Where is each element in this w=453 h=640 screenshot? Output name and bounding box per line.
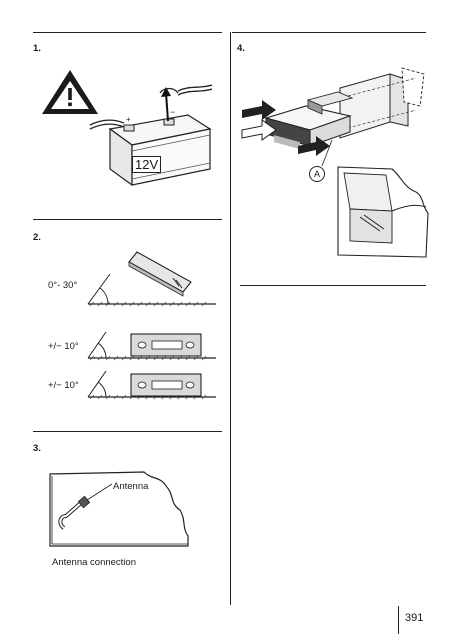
angle-label-level-1: +/− 10° [48,341,79,352]
top-rule-left [33,32,222,33]
top-rule-right [232,32,426,33]
radio-tilted [128,251,192,297]
step-4-bottom-rule [240,285,426,286]
mounting-frame-detail [337,166,429,258]
battery-voltage-label: 12V [132,156,162,173]
page-number-divider [398,606,399,634]
angle-label-level-2: +/− 10° [48,380,79,391]
step-2-bottom-rule [33,431,222,432]
step-4-number: 4. [237,43,245,54]
level-angle-diagram-2 [87,370,216,400]
antenna-callout: Antenna [113,481,149,492]
step-2-number: 2. [33,232,41,243]
step-1-number: 1. [33,43,41,54]
battery-illustration: + − [89,84,213,187]
page-number: 391 [405,612,424,624]
warning-triangle-icon [42,70,98,114]
antenna-caption: Antenna connection [52,557,136,568]
svg-text:−: − [170,107,175,117]
step-1-bottom-rule [33,219,222,220]
column-divider [230,32,231,605]
tilt-angle-diagram [87,273,216,307]
angle-label-tilt: 0°- 30° [48,280,78,291]
step-3-number: 3. [33,443,41,454]
radio-level-1 [130,333,202,357]
callout-a-marker: A [309,166,325,182]
svg-text:+: + [126,115,131,124]
level-angle-diagram-1 [87,331,216,361]
radio-installation-illustration [241,67,425,167]
radio-level-2 [130,373,202,397]
antenna-panel-illustration [49,471,189,547]
